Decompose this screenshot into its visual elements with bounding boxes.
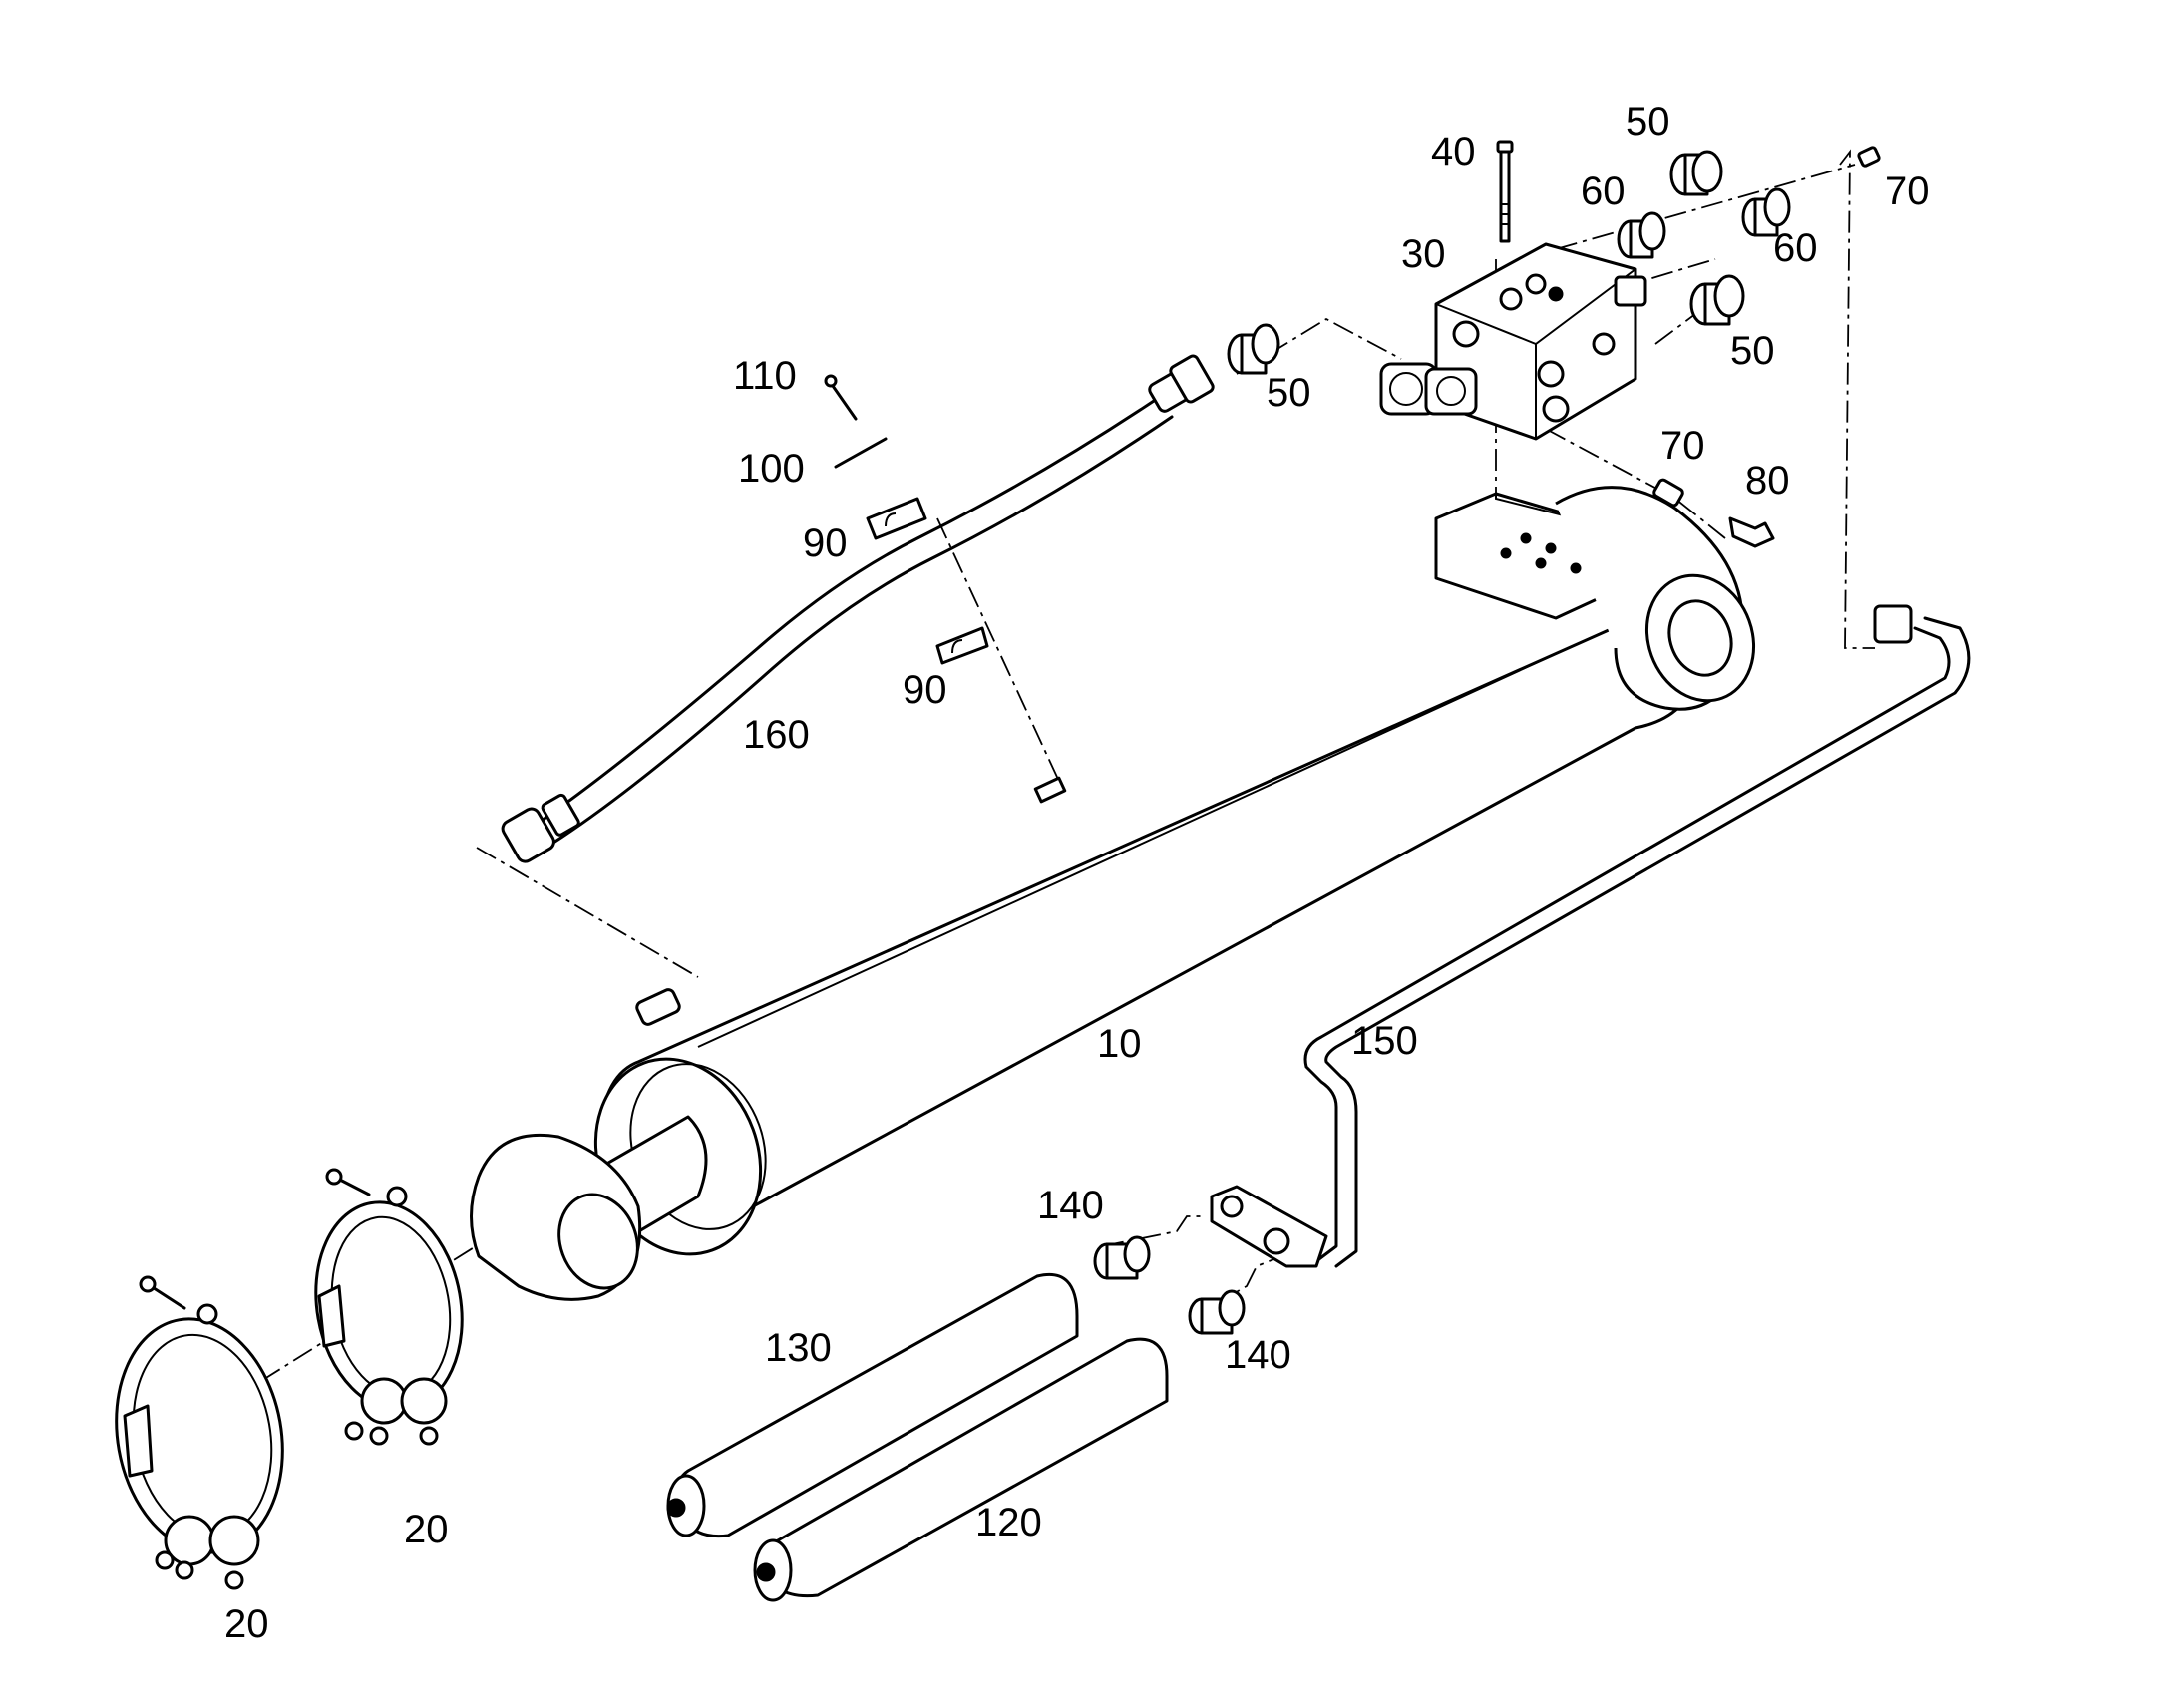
accumulator-120	[753, 1337, 1169, 1602]
label-50-a: 50	[1626, 100, 1670, 144]
fitting-60-right	[1741, 187, 1791, 237]
label-150: 150	[1351, 1019, 1418, 1063]
accumulator-130	[666, 1273, 1079, 1538]
elbow-80	[1728, 516, 1775, 548]
pipe-150	[1210, 604, 1971, 1268]
label-10: 10	[1097, 1022, 1142, 1066]
label-140-a: 140	[1037, 1184, 1104, 1227]
label-50-c: 50	[1267, 371, 1311, 415]
fitting-70-top	[1857, 146, 1881, 168]
label-110: 110	[733, 354, 797, 398]
clamp-20-rear	[314, 1168, 464, 1446]
label-70-a: 70	[1885, 170, 1930, 213]
clamp-90-top	[866, 497, 927, 540]
label-50-b: 50	[1730, 329, 1775, 373]
fitting-50-hose	[1227, 323, 1280, 375]
fitting-50-right	[1689, 274, 1745, 326]
label-40: 40	[1431, 130, 1476, 173]
fitting-70-lower	[1652, 478, 1684, 508]
fitting-50-top	[1669, 150, 1723, 196]
bolt-40	[1496, 140, 1514, 243]
clamp-90-lower	[935, 626, 989, 665]
label-60-b: 60	[1773, 226, 1818, 270]
label-130: 130	[765, 1326, 832, 1370]
label-90-a: 90	[803, 521, 848, 565]
label-120: 120	[975, 1501, 1042, 1544]
plate-100	[834, 437, 888, 469]
label-140-b: 140	[1225, 1333, 1291, 1377]
bolt-110	[824, 374, 858, 421]
label-160: 160	[743, 713, 810, 757]
adapter-140-lower	[1188, 1289, 1246, 1335]
label-80: 80	[1745, 459, 1790, 503]
label-20-b: 20	[224, 1602, 269, 1646]
label-100: 100	[738, 447, 805, 491]
hose-160	[501, 354, 1215, 863]
label-30: 30	[1401, 232, 1446, 276]
callout-labels: 10 20 20 30 40 50 50 50 60 60 70 70 80 9…	[224, 100, 1930, 1646]
label-90-b: 90	[903, 668, 947, 712]
adapter-140-upper	[1093, 1235, 1151, 1280]
label-20-a: 20	[404, 1508, 449, 1551]
label-60-a: 60	[1581, 170, 1626, 213]
clamp-20-front	[115, 1275, 284, 1590]
fitting-60-left	[1617, 211, 1666, 259]
valve-block	[1379, 242, 1647, 441]
label-70-b: 70	[1660, 424, 1705, 468]
hydraulic-cylinder	[470, 486, 1756, 1301]
